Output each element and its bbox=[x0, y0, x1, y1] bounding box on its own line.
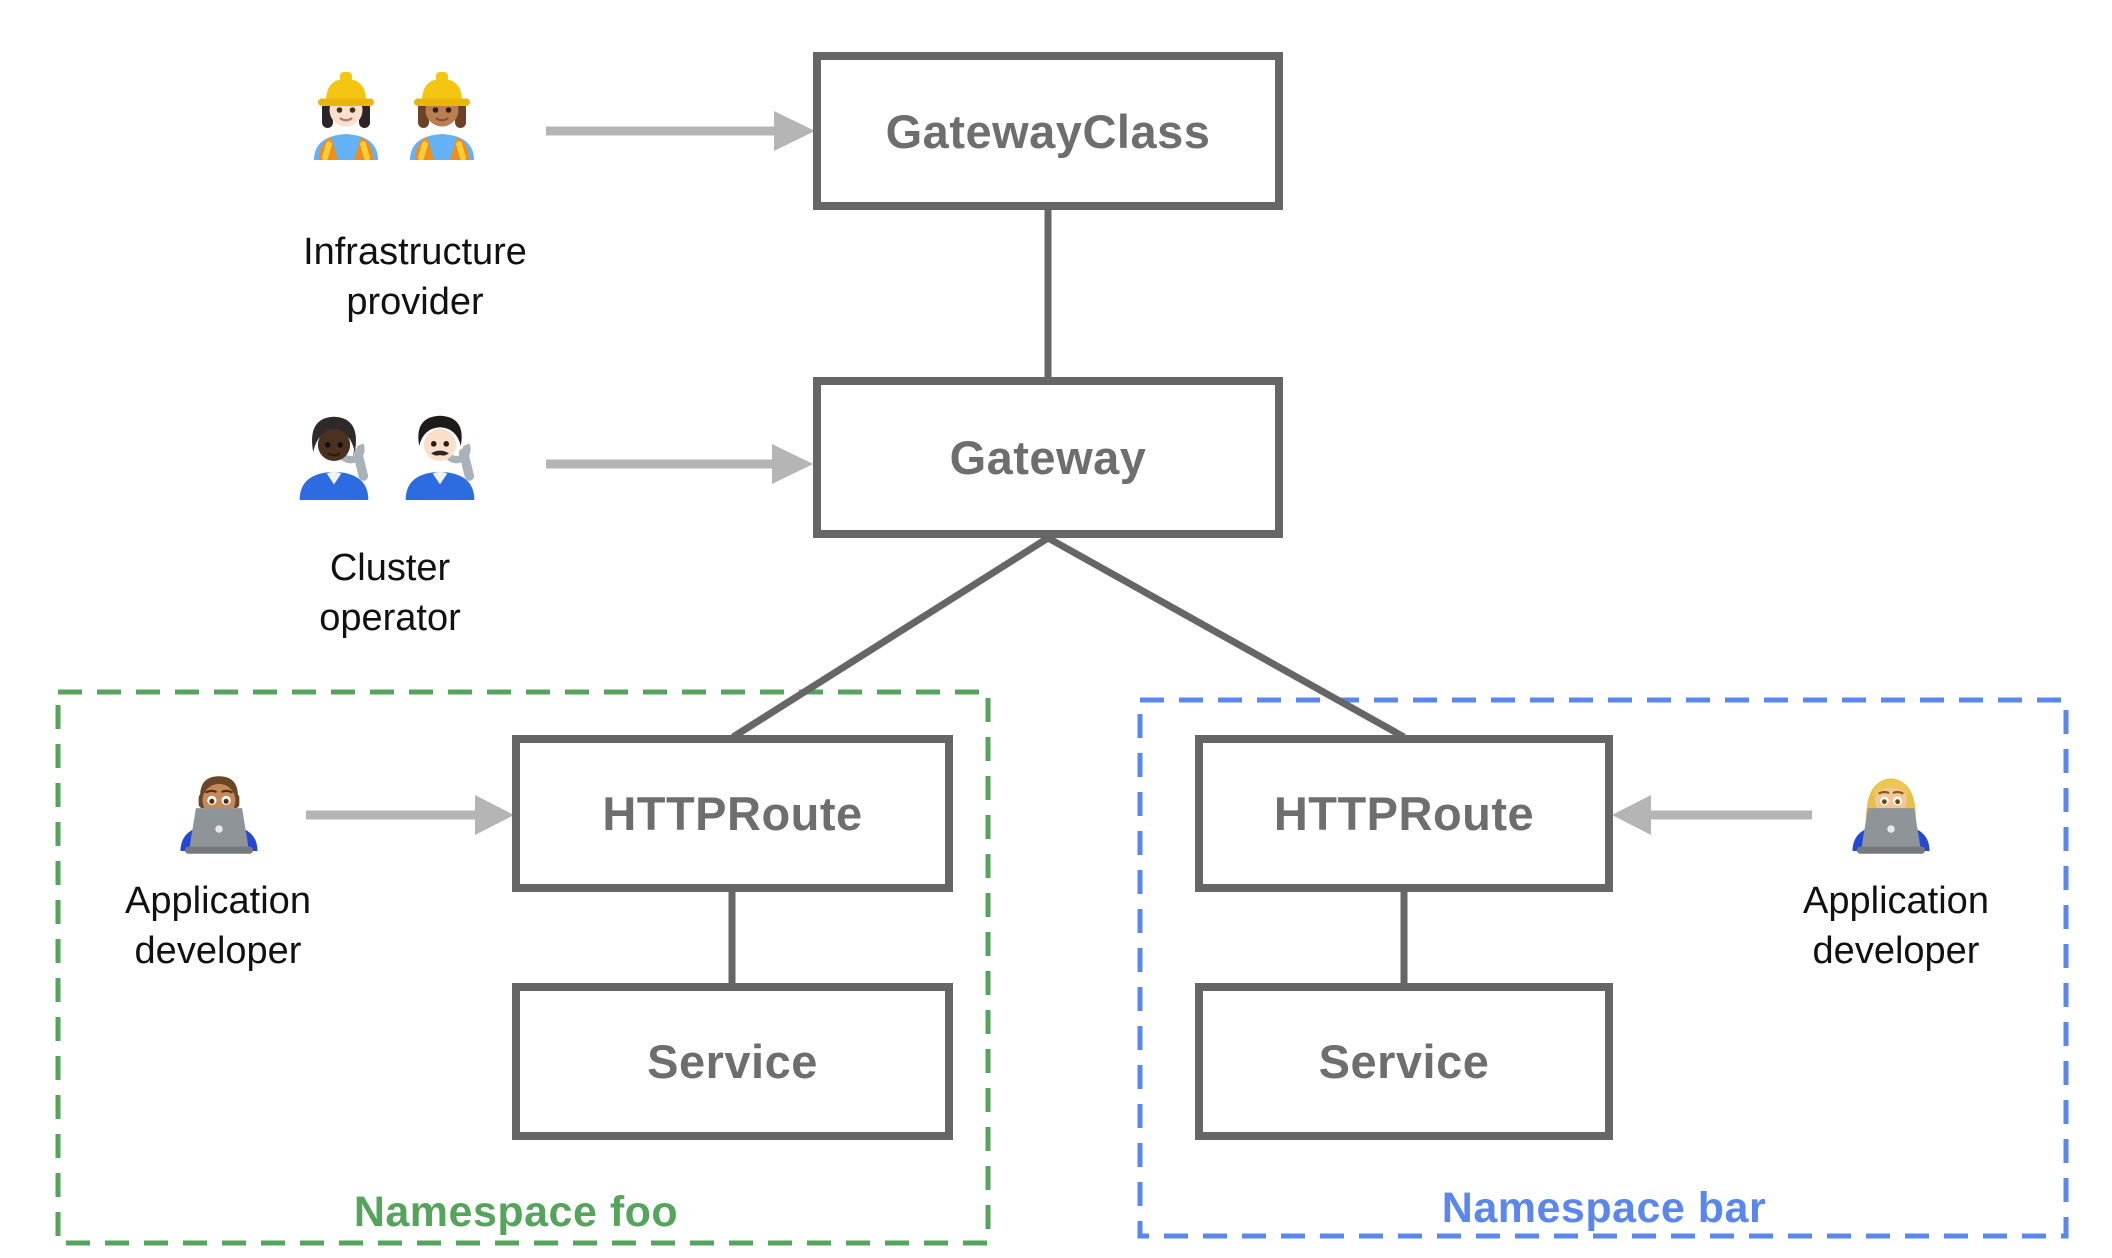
woman-construction-worker-icon bbox=[296, 60, 396, 160]
cluster-operator-label: Cluster operator bbox=[210, 543, 570, 643]
gatewayclass-label: GatewayClass bbox=[885, 104, 1211, 158]
cluster-operator-label-line1: Cluster bbox=[329, 547, 451, 589]
arrow-developer-to-httproute-bar bbox=[1612, 795, 1812, 835]
arrow-developer-to-httproute-foo bbox=[306, 795, 514, 835]
httproute-bar-label: HTTPRoute bbox=[1273, 787, 1535, 840]
infrastructure-provider-label-line2: provider bbox=[346, 281, 484, 323]
service-foo-node: Service bbox=[512, 983, 953, 1140]
application-developer-bar-label: Application developer bbox=[1716, 876, 2076, 976]
namespace-bar-dashed-border bbox=[1137, 697, 2069, 1239]
gateway-label: Gateway bbox=[949, 431, 1147, 484]
application-developer-foo-label: Application developer bbox=[38, 876, 398, 976]
service-bar-label: Service bbox=[1318, 1035, 1490, 1088]
httproute-bar-node: HTTPRoute bbox=[1195, 735, 1613, 892]
cluster-operator-label-line2: operator bbox=[319, 597, 461, 639]
service-bar-node: Service bbox=[1195, 983, 1613, 1140]
gateway-node: Gateway bbox=[813, 377, 1283, 538]
httproute-foo-label: HTTPRoute bbox=[602, 787, 863, 840]
man-technologist-icon bbox=[164, 752, 274, 862]
arrow-cluster-operator-to-gateway bbox=[546, 444, 813, 484]
application-developer-foo-label-line1: Application bbox=[125, 880, 311, 922]
gatewayclass-node: GatewayClass bbox=[813, 52, 1283, 210]
httproute-foo-node: HTTPRoute bbox=[512, 735, 953, 892]
infrastructure-provider-label-line1: Infrastructure bbox=[303, 231, 527, 273]
connector-gateway-httproute-bar bbox=[1046, 534, 1406, 741]
connector-gateway-httproute-foo bbox=[731, 535, 1050, 740]
application-developer-foo-label-line2: developer bbox=[134, 930, 302, 972]
woman-technologist-icon bbox=[1836, 752, 1946, 862]
namespace-bar-label: Namespace bar bbox=[1441, 1184, 1767, 1232]
infrastructure-provider-label: Infrastructure provider bbox=[235, 227, 595, 327]
application-developer-bar-label-line2: developer bbox=[1812, 930, 1980, 972]
arrow-infrastructure-provider-to-gatewayclass bbox=[546, 111, 815, 151]
mechanic-icon bbox=[282, 396, 386, 500]
service-foo-label: Service bbox=[647, 1035, 818, 1088]
man-mechanic-icon bbox=[388, 396, 492, 500]
woman-construction-worker-icon bbox=[392, 60, 492, 160]
application-developer-bar-label-line1: Application bbox=[1803, 880, 1989, 922]
namespace-foo-label: Namespace foo bbox=[353, 1188, 679, 1236]
